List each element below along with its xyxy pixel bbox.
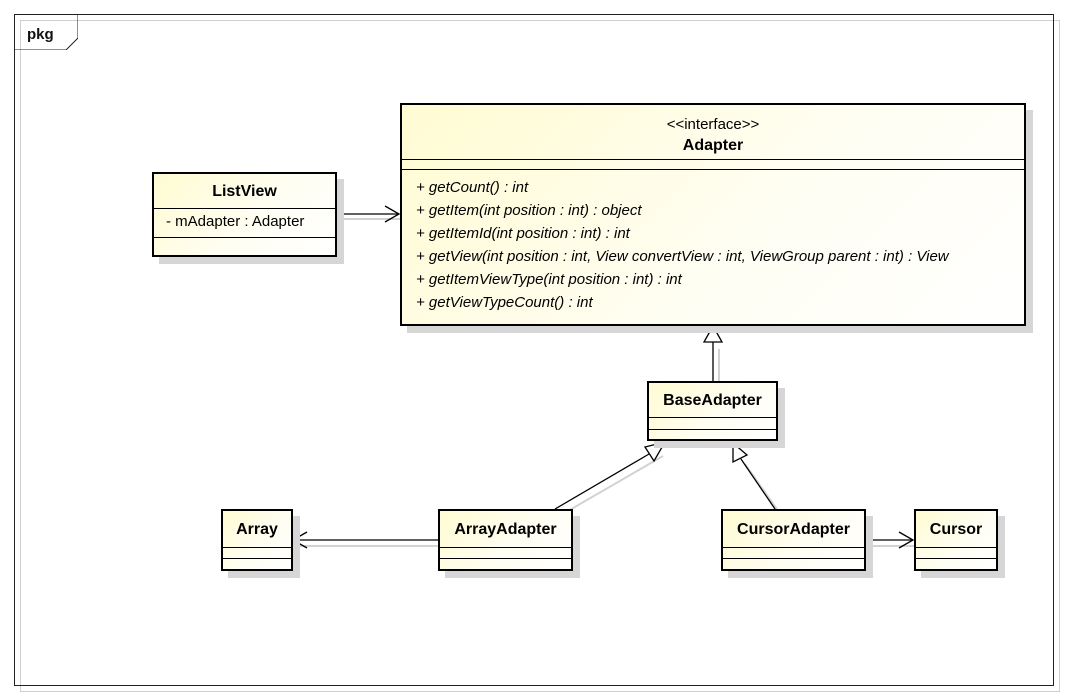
- cursoradapter-class-name: CursorAdapter: [737, 521, 850, 538]
- adapter-attribute-divider: [402, 159, 1024, 160]
- package-label: pkg: [27, 26, 54, 43]
- class-array[interactable]: Array: [221, 509, 293, 571]
- operation-item: + getView(int position : int, View conve…: [416, 248, 949, 265]
- adapter-class-name: Adapter: [682, 137, 744, 154]
- class-cursoradapter[interactable]: CursorAdapter: [721, 509, 866, 571]
- arrayadapter-attribute-divider: [440, 547, 571, 548]
- listview-operation-divider: [154, 237, 335, 238]
- operation-item: + getViewTypeCount() : int: [416, 294, 593, 311]
- operation-item: + getCount() : int: [416, 179, 529, 196]
- class-arrayadapter[interactable]: ArrayAdapter: [438, 509, 573, 571]
- operation-item: + getItem(int position : int) : object: [416, 202, 642, 219]
- adapter-stereotype: <<interface>>: [666, 116, 760, 133]
- cursor-operation-divider: [916, 558, 996, 559]
- package-tab: [14, 14, 78, 50]
- class-cursor[interactable]: Cursor: [914, 509, 998, 571]
- array-class-name: Array: [236, 521, 278, 538]
- generalization-cursoradapter-baseadapter: [732, 441, 776, 510]
- operation-item: + getItemViewType(int position : int) : …: [416, 271, 682, 288]
- cursor-attribute-divider: [916, 547, 996, 548]
- generalization-arrayadapter-baseadapter: [554, 440, 667, 510]
- operation-item: + getItemId(int position : int) : int: [416, 225, 630, 242]
- baseadapter-operation-divider: [649, 429, 776, 430]
- attribute-item: - mAdapter : Adapter: [166, 213, 305, 230]
- arrayadapter-class-name: ArrayAdapter: [454, 521, 557, 538]
- package-frame-shadow: [20, 20, 1060, 692]
- array-attribute-divider: [223, 547, 291, 548]
- class-listview[interactable]: ListView - mAdapter : Adapter: [152, 172, 337, 257]
- class-adapter[interactable]: <<interface>> Adapter + getCount() : int…: [400, 103, 1026, 326]
- cursor-class-name: Cursor: [929, 521, 983, 538]
- generalization-baseadapter-adapter: [702, 324, 724, 381]
- adapter-operation-divider: [402, 169, 1024, 170]
- package-frame: [14, 14, 1054, 686]
- adapter-operations: + getCount() : int + getItem(int positio…: [402, 176, 1024, 314]
- class-baseadapter[interactable]: BaseAdapter: [647, 381, 778, 441]
- arrayadapter-operation-divider: [440, 558, 571, 559]
- association-arrayadapter-array: [291, 531, 438, 549]
- listview-class-name: ListView: [212, 183, 277, 200]
- baseadapter-class-name: BaseAdapter: [663, 392, 762, 409]
- array-operation-divider: [223, 558, 291, 559]
- association-cursoradapter-cursor: [866, 531, 915, 549]
- cursoradapter-operation-divider: [723, 558, 864, 559]
- cursoradapter-attribute-divider: [723, 547, 864, 548]
- baseadapter-attribute-divider: [649, 417, 776, 418]
- listview-attribute-divider: [154, 208, 335, 209]
- association-listview-adapter: [337, 205, 401, 223]
